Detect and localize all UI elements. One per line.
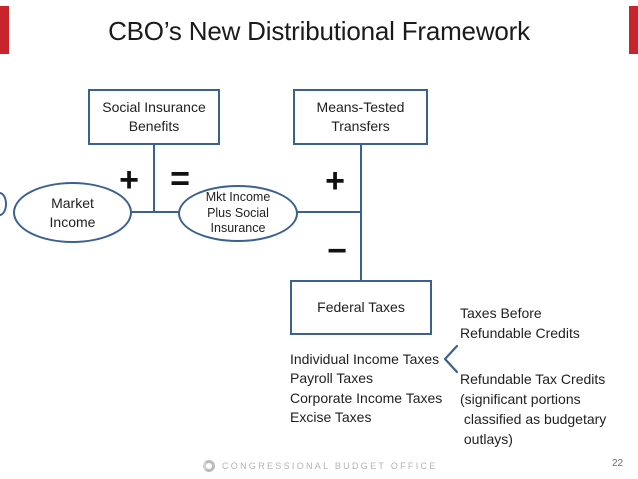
- brace-icon: [443, 344, 459, 374]
- connector-social-to-sum: [153, 145, 155, 213]
- cbo-logo-icon: [203, 460, 215, 472]
- box-means-tested-transfers-label: Means-Tested Transfers: [316, 99, 405, 134]
- note-taxes-before-refundable-credits: Taxes Before Refundable Credits: [460, 305, 580, 341]
- box-social-insurance-benefits: Social Insurance Benefits: [88, 89, 220, 145]
- red-accent-bar-right: [629, 6, 638, 54]
- ellipse-market-income-label: Market Income: [49, 194, 96, 230]
- box-social-insurance-benefits-label: Social Insurance Benefits: [102, 99, 206, 134]
- ellipse-fragment-left-edge: [0, 192, 7, 216]
- footer-congressional-budget-office: CONGRESSIONAL BUDGET OFFICE: [222, 461, 438, 471]
- ellipse-market-income: Market Income: [13, 182, 132, 243]
- slide-title: CBO’s New Distributional Framework: [108, 16, 530, 46]
- plus-operator-left: +: [119, 161, 139, 199]
- page-number: 22: [612, 458, 624, 469]
- minus-operator: −: [327, 232, 347, 270]
- note-refundable-tax-credits: Refundable Tax Credits (significant port…: [460, 371, 607, 447]
- box-federal-taxes-label: Federal Taxes: [317, 299, 405, 315]
- connector-market-to-sum: [131, 211, 179, 213]
- plus-operator-right: +: [325, 162, 345, 200]
- red-accent-bar-left: [0, 6, 9, 54]
- connector-sum-to-taxes: [297, 211, 362, 213]
- ellipse-mkt-income-plus-social-label: Mkt Income Plus Social Insurance: [205, 190, 271, 236]
- box-federal-taxes: Federal Taxes: [290, 280, 432, 335]
- equals-operator: =: [170, 160, 190, 198]
- ellipse-mkt-income-plus-social: Mkt Income Plus Social Insurance: [178, 185, 298, 242]
- box-means-tested-transfers: Means-Tested Transfers: [293, 89, 428, 145]
- list-federal-tax-components: Individual Income Taxes Payroll Taxes Co…: [290, 351, 443, 425]
